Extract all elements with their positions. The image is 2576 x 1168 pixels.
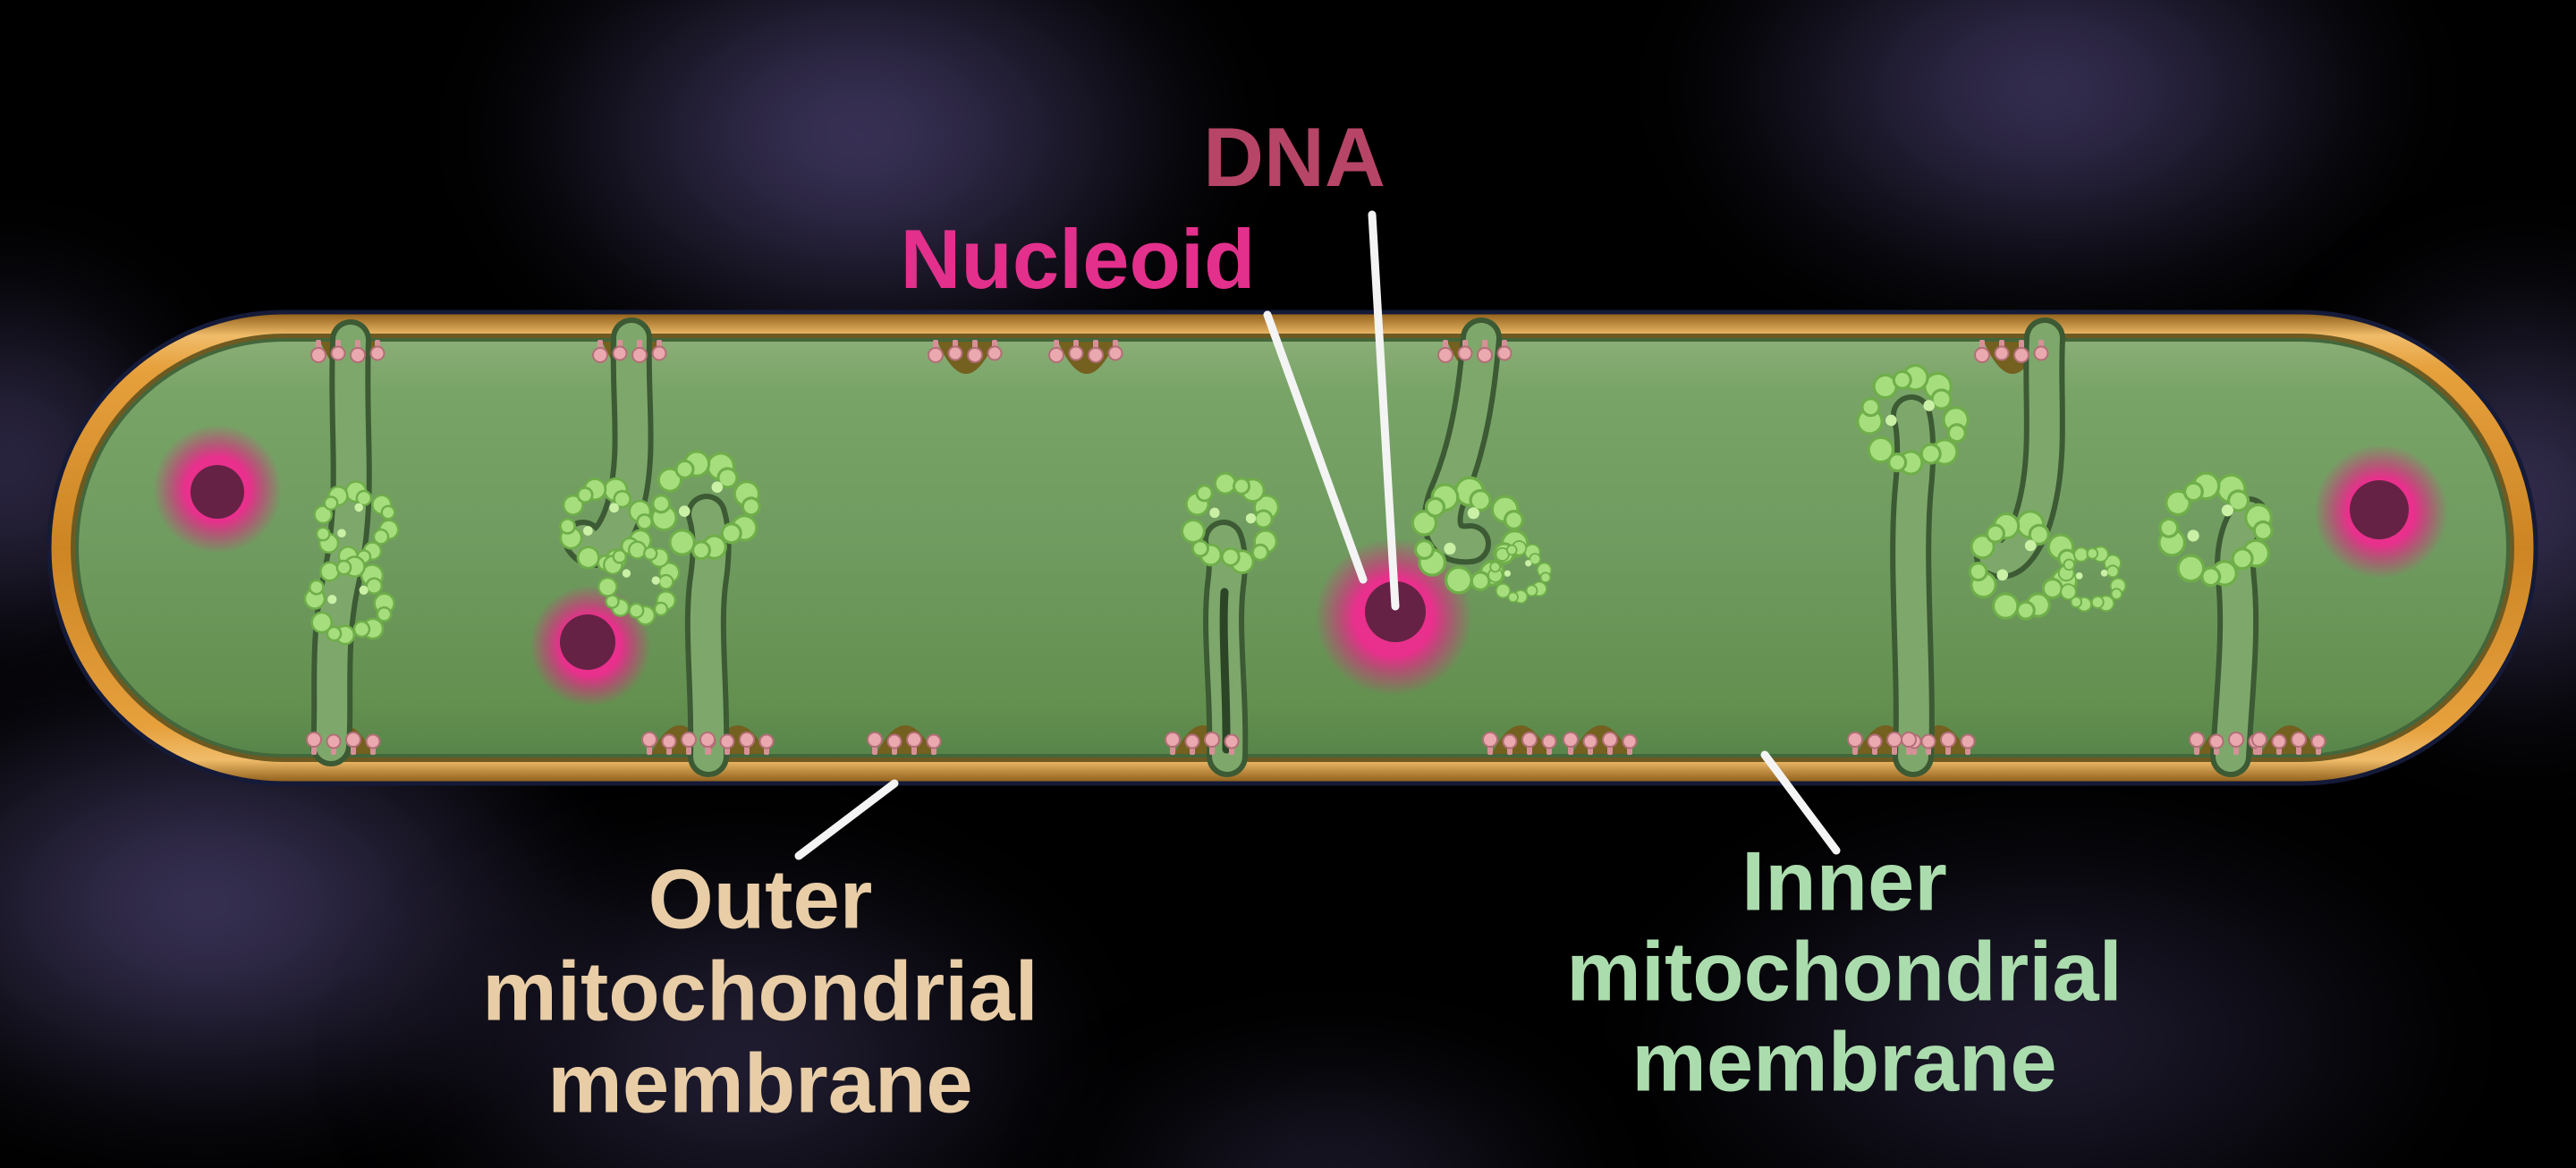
label-outer-line-1: Outer [648, 851, 873, 946]
cristae-folds [310, 317, 2269, 777]
nucleoid-left [153, 425, 282, 554]
outer-membrane-leader-line [794, 779, 899, 860]
label-inner-membrane: Inner mitochondrial membrane [1566, 836, 2122, 1107]
crista-top-2 [563, 317, 654, 568]
crista-top-1 [310, 319, 372, 766]
crista-top-4 [1974, 317, 2065, 580]
label-dna: DNA [1203, 110, 1385, 204]
leader-lines [794, 210, 1841, 860]
label-outer-membrane: Outer mitochondrial membrane [482, 853, 1038, 1130]
inner-membrane-matrix [75, 338, 2510, 758]
label-outer-line-3: membrane [547, 1036, 973, 1130]
nucleoid-right [2314, 444, 2448, 579]
crista-bottom-3 [1890, 394, 1936, 777]
label-inner-line-1: Inner [1741, 834, 1947, 928]
crista-bottom-2 [1203, 520, 1249, 777]
label-outer-line-2: mitochondrial [482, 944, 1038, 1038]
label-nucleoid: Nucleoid [900, 212, 1256, 306]
label-inner-line-3: membrane [1631, 1014, 2057, 1109]
crista-bottom-4 [2210, 496, 2269, 777]
nucleoid-leader-line [1263, 310, 1368, 584]
crista-bottom-1 [684, 494, 732, 777]
inner-membrane-leader-line [1760, 750, 1841, 855]
label-inner-line-2: mitochondrial [1566, 924, 2123, 1019]
nucleoid-center [1315, 538, 1472, 696]
dna-leader-line [1368, 210, 1400, 611]
nucleoid-lower-left [530, 585, 651, 707]
crista-top-3 [1421, 317, 1502, 565]
